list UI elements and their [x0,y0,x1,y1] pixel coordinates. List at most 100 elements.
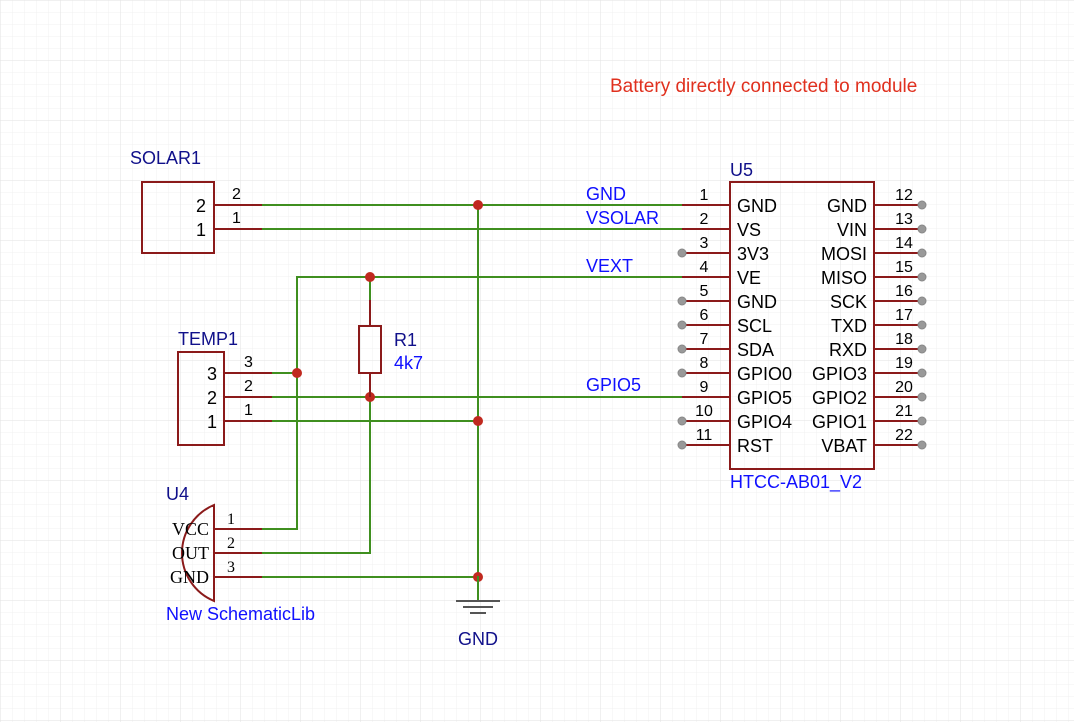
solar1-ref: SOLAR1 [130,148,201,168]
u5-pin-name: GPIO3 [812,364,867,384]
u5-pin-name: RXD [829,340,867,360]
u5-pin-number: 11 [696,427,713,444]
junction-dot [292,368,302,378]
u5-pins: 1GND2VS33V34VE5GND6SCL7SDA8GPIO09GPIO510… [677,187,927,456]
u5-pin-name: GND [827,196,867,216]
solar1-pin-number: 2 [232,186,241,203]
u5-pin-name: MOSI [821,244,867,264]
u5-pin-name: SDA [737,340,774,360]
u5-pin-name: GPIO0 [737,364,792,384]
net-label-gpio5: GPIO5 [586,375,641,395]
u5-pin-number: 16 [895,283,913,300]
u5-pin-number: 21 [895,403,913,420]
u5-pin-number: 6 [700,307,709,324]
u5-pin-number: 20 [895,379,913,396]
u5-pin-number: 4 [700,259,709,276]
module-u5: U5 HTCC-AB01_V2 1GND2VS33V34VE5GND6SCL7S… [677,160,927,493]
solar1-pin-name: 2 [196,196,206,216]
u5-unconnected-pin-end [917,200,927,210]
u5-pin-name: SCK [830,292,867,312]
u5-part: HTCC-AB01_V2 [730,472,862,493]
temp1-pin-number: 3 [244,354,253,371]
u5-pin-name: 3V3 [737,244,769,264]
net-label-vsolar: VSOLAR [586,208,659,228]
wires [261,204,683,601]
u4-ref: U4 [166,484,189,504]
u5-pin-number: 2 [700,211,709,228]
u5-unconnected-pin-end [917,248,927,258]
sensor-u4: U4 VCC OUT GND 1 2 3 New SchematicLib [166,484,315,624]
junction-dot [473,200,483,210]
u4-body [181,503,215,603]
u4-pin-name: VCC [172,519,209,539]
u5-pin-number: 17 [895,307,913,324]
note-text: Battery directly connected to module [610,76,917,97]
u4-pin-number: 2 [227,535,235,552]
temp1-pin-number: 2 [244,378,253,395]
u5-unconnected-pin-end [677,320,687,330]
u5-pin-number: 18 [895,331,913,348]
u5-pin-name: VS [737,220,761,240]
solar1-connector: SOLAR1 2 1 2 1 [130,148,262,254]
u5-pin-name: TXD [831,316,867,336]
u5-unconnected-pin-end [917,344,927,354]
u5-unconnected-pin-end [677,416,687,426]
temp1-pin-number: 1 [244,402,253,419]
junction-dot [473,416,483,426]
u5-pin-number: 14 [895,235,913,252]
u5-unconnected-pin-end [677,248,687,258]
u5-pin-name: GPIO4 [737,412,792,432]
u4-pin-number: 3 [227,559,235,576]
u5-pin-name: SCL [737,316,772,336]
u5-unconnected-pin-end [677,368,687,378]
u5-pin-name: VE [737,268,761,288]
u5-pin-number: 3 [700,235,709,252]
u5-unconnected-pin-end [917,368,927,378]
u5-pin-number: 13 [895,211,913,228]
u5-pin-name: GPIO1 [812,412,867,432]
u5-unconnected-pin-end [677,344,687,354]
u5-pin-name: GPIO2 [812,388,867,408]
u5-pin-number: 10 [695,403,713,420]
r1-ref: R1 [394,330,417,350]
temp1-ref: TEMP1 [178,329,238,349]
u5-pin-name: GND [737,196,777,216]
u5-pin-number: 1 [700,187,709,204]
u5-pin-number: 12 [895,187,913,204]
u5-pin-number: 5 [700,283,709,300]
solar1-pin-name: 1 [196,220,206,240]
u5-unconnected-pin-end [917,224,927,234]
u5-unconnected-pin-end [677,440,687,450]
u5-unconnected-pin-end [917,440,927,450]
u5-unconnected-pin-end [917,320,927,330]
gnd-symbol: GND [456,576,500,649]
solar1-pin-number: 1 [232,210,241,227]
u5-ref: U5 [730,160,753,180]
u5-unconnected-pin-end [917,392,927,402]
u5-pin-name: RST [737,436,773,456]
r1-value: 4k7 [394,353,423,373]
temp1-pin-name: 1 [207,412,217,432]
resistor-r1: R1 4k7 [358,300,423,397]
u5-pin-number: 15 [895,259,913,276]
u5-pin-number: 22 [895,427,913,444]
net-label-gnd: GND [586,184,626,204]
u5-pin-name: GPIO5 [737,388,792,408]
u4-lib: New SchematicLib [166,604,315,624]
junction-dot [365,272,375,282]
u5-unconnected-pin-end [677,296,687,306]
u5-pin-name: GND [737,292,777,312]
u4-pin-name: OUT [172,543,209,563]
u4-pin-number: 1 [227,511,235,528]
u5-pin-name: MISO [821,268,867,288]
temp1-body [177,351,225,446]
gnd-symbol-label: GND [458,629,498,649]
u5-pin-number: 8 [700,355,709,372]
u5-pin-number: 7 [700,331,709,348]
u5-pin-name: VIN [837,220,867,240]
u5-unconnected-pin-end [917,296,927,306]
u5-unconnected-pin-end [917,416,927,426]
u5-pin-number: 9 [700,379,709,396]
temp1-pin-name: 2 [207,388,217,408]
